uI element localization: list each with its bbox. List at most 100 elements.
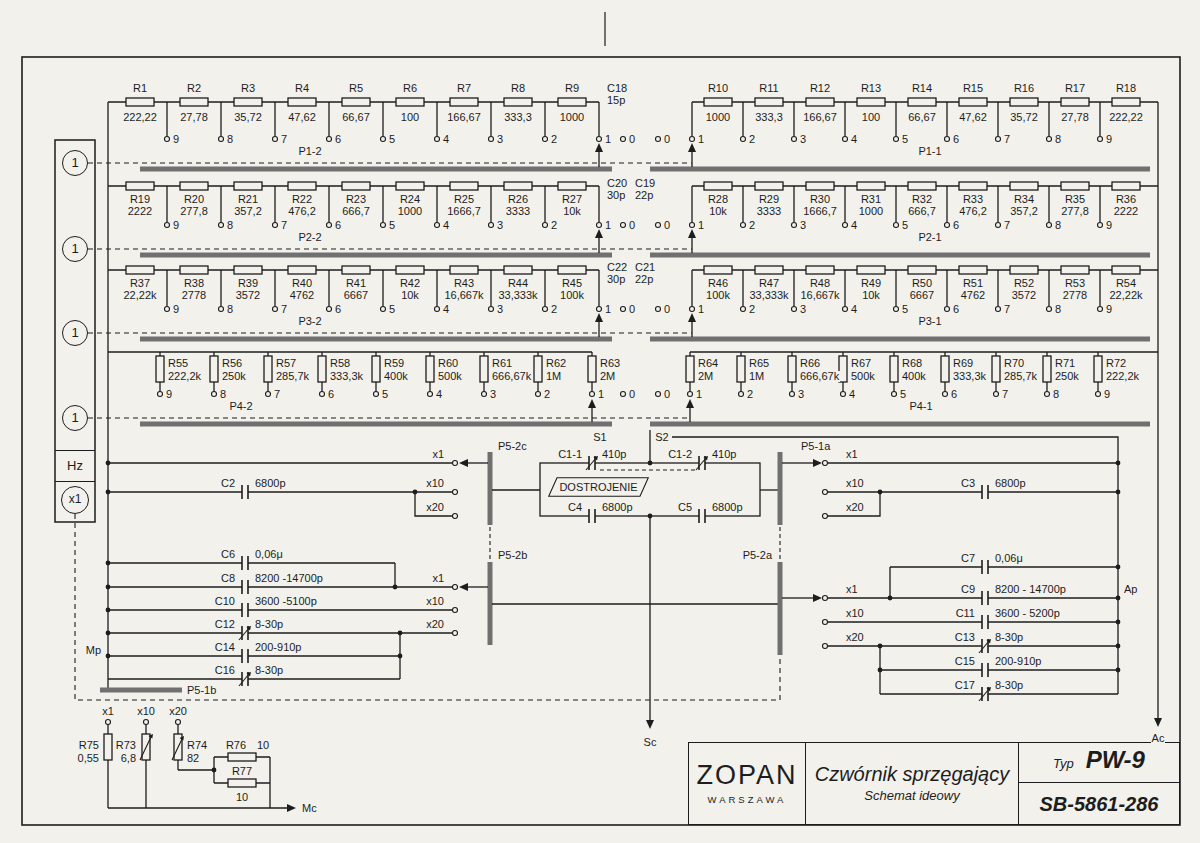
arrowhead (588, 399, 596, 408)
resistor-name: R38 (183, 278, 205, 289)
range-label: x20 (845, 632, 865, 643)
switch-contact (892, 392, 897, 397)
resistor-name: R51 (962, 278, 984, 289)
resistor-value: 222,2k (167, 371, 202, 382)
contact-number: 7 (1003, 134, 1011, 145)
switch-contact (327, 307, 332, 312)
resistor-value: 357,2 (1009, 206, 1039, 217)
wire (649, 516, 650, 720)
wire (691, 270, 692, 306)
resistor-name: R55 (167, 358, 189, 369)
switch-bar (488, 562, 493, 645)
switch-wiper (691, 151, 692, 167)
switch-contact (945, 307, 950, 312)
capacitor-gap (242, 580, 248, 594)
junction-dot (106, 608, 111, 613)
resistor-symbol (959, 266, 987, 274)
contact-number: 8 (1052, 389, 1060, 400)
resistor-value: 250k (221, 371, 247, 382)
switch-contact (1047, 307, 1052, 312)
resistor-symbol (156, 356, 164, 382)
capacitor-gap (982, 615, 988, 629)
tuning-parallelogram (549, 478, 649, 497)
switch-contact (741, 137, 746, 142)
resistor-name: R75 (78, 740, 100, 751)
contact-number: 6 (952, 220, 960, 231)
capacitor-plate (588, 509, 590, 523)
wire (944, 382, 945, 392)
contact-number: 4 (442, 304, 450, 315)
capacitor-value: 410p (601, 449, 627, 460)
resistor-symbol (450, 266, 478, 274)
resistor-symbol (396, 182, 424, 190)
junction-dot (106, 561, 111, 566)
resistor-name: R44 (507, 278, 529, 289)
resistor-value: 16,667k (799, 290, 840, 301)
resistor-value: 47,62 (958, 112, 988, 123)
resistor-symbol (1112, 98, 1140, 106)
resistor-value: 277,8 (179, 206, 209, 217)
switch-contact (841, 392, 846, 397)
wire (269, 783, 270, 808)
wire (793, 186, 794, 222)
wire (166, 102, 167, 136)
resistor-symbol (755, 182, 783, 190)
capacitor-plate (241, 603, 243, 617)
node-text: WARSZAWA (708, 795, 787, 805)
node-text: Czwórnik sprzęgający (815, 763, 1010, 785)
resistor-name: R14 (911, 83, 933, 94)
resistor-name: R5 (348, 83, 364, 94)
contact-number: 7 (280, 220, 288, 231)
terminal-name: Ac (1151, 733, 1166, 744)
switch-contact (327, 137, 332, 142)
wire (108, 562, 395, 563)
resistor-symbol (180, 98, 208, 106)
switch-name: P5-2c (497, 441, 528, 452)
resistor-symbol (737, 356, 745, 382)
resistor-symbol (450, 98, 478, 106)
capacitor-value: 6800p (711, 502, 744, 513)
resistor-symbol (857, 182, 885, 190)
resistor-value: 10k (708, 206, 728, 217)
contact-number: 1 (597, 389, 605, 400)
switch-name: P2-1 (917, 232, 942, 243)
resistor-symbol (558, 98, 586, 106)
sheet-frame (22, 57, 1180, 825)
wire (107, 725, 108, 735)
wire (591, 382, 592, 392)
wire (492, 489, 540, 490)
switch-bar (100, 688, 182, 693)
capacitor-name: C9 (960, 584, 976, 595)
contact-number: 2 (748, 304, 756, 315)
range-label: x1 (845, 584, 859, 595)
capacitor-name: C14 (214, 642, 236, 653)
switch-bar (140, 422, 612, 427)
wire (328, 270, 329, 306)
wire (145, 725, 146, 735)
resistor-symbol (1010, 266, 1038, 274)
resistor-symbol (806, 182, 834, 190)
switch-contact (543, 223, 548, 228)
junction-dot (1116, 490, 1121, 495)
wire (436, 270, 437, 306)
wire (742, 102, 743, 136)
contact-number: 5 (901, 220, 909, 231)
wire (1097, 382, 1098, 392)
resistor-name: R33 (962, 194, 984, 205)
resistor-symbol (1112, 182, 1140, 190)
wire (793, 102, 794, 136)
wire (946, 270, 947, 306)
switch-contact (688, 392, 693, 397)
range-label: x1 (431, 573, 445, 584)
contact-number: 4 (442, 134, 450, 145)
switch-name: P4-2 (228, 401, 253, 412)
switch-contact (994, 392, 999, 397)
resistor-symbol (992, 356, 1000, 382)
capacitor-value: 8200 - 14700p (994, 584, 1067, 595)
variable-arrow (172, 739, 182, 760)
capacitor-plate (704, 509, 706, 523)
contact-number: 3 (799, 304, 807, 315)
resistor-value: 277,8 (1060, 206, 1090, 217)
